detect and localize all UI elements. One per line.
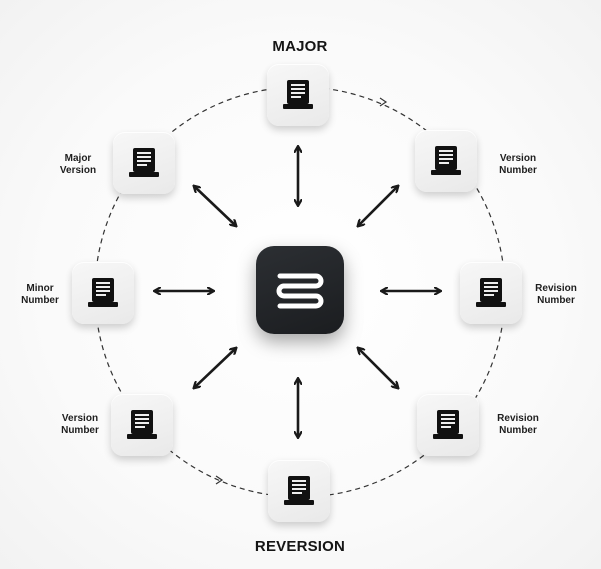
node-minor-number[interactable] xyxy=(72,262,134,324)
stacked-bars-logo-icon xyxy=(276,273,324,309)
arrow-top-left xyxy=(195,187,235,225)
arrow-bottom-left xyxy=(195,349,235,387)
ring-direction-tick xyxy=(379,97,388,107)
node-revision-number-bottom[interactable] xyxy=(417,394,479,456)
node-version-number-bottom[interactable] xyxy=(111,394,173,456)
document-monitor-icon xyxy=(127,410,157,439)
title-reversion: REVERSION xyxy=(254,538,346,555)
label-version-number-bottom: Version Number xyxy=(61,413,99,436)
node-major[interactable] xyxy=(267,64,329,126)
document-monitor-icon xyxy=(283,80,313,109)
node-version-number-top[interactable] xyxy=(415,130,477,192)
document-monitor-icon xyxy=(433,410,463,439)
document-monitor-icon xyxy=(284,476,314,505)
arrow-bottom-right xyxy=(359,349,397,387)
document-monitor-icon xyxy=(129,148,159,177)
central-hub[interactable] xyxy=(256,246,344,334)
arrow-top-right xyxy=(359,187,397,225)
node-major-version[interactable] xyxy=(113,132,175,194)
label-version-number-top: Version Number xyxy=(499,153,537,176)
document-monitor-icon xyxy=(88,278,118,307)
node-reversion[interactable] xyxy=(268,460,330,522)
ring-direction-tick xyxy=(215,475,224,485)
node-revision-number-right[interactable] xyxy=(460,262,522,324)
label-minor-number: Minor Number xyxy=(21,283,59,306)
title-major: MAJOR xyxy=(272,38,328,55)
document-monitor-icon xyxy=(431,146,461,175)
label-major-version: Major Version xyxy=(59,153,97,176)
document-monitor-icon xyxy=(476,278,506,307)
label-revision-number-right: Revision Number xyxy=(535,283,577,306)
label-revision-number-bottom: Revision Number xyxy=(497,413,539,436)
